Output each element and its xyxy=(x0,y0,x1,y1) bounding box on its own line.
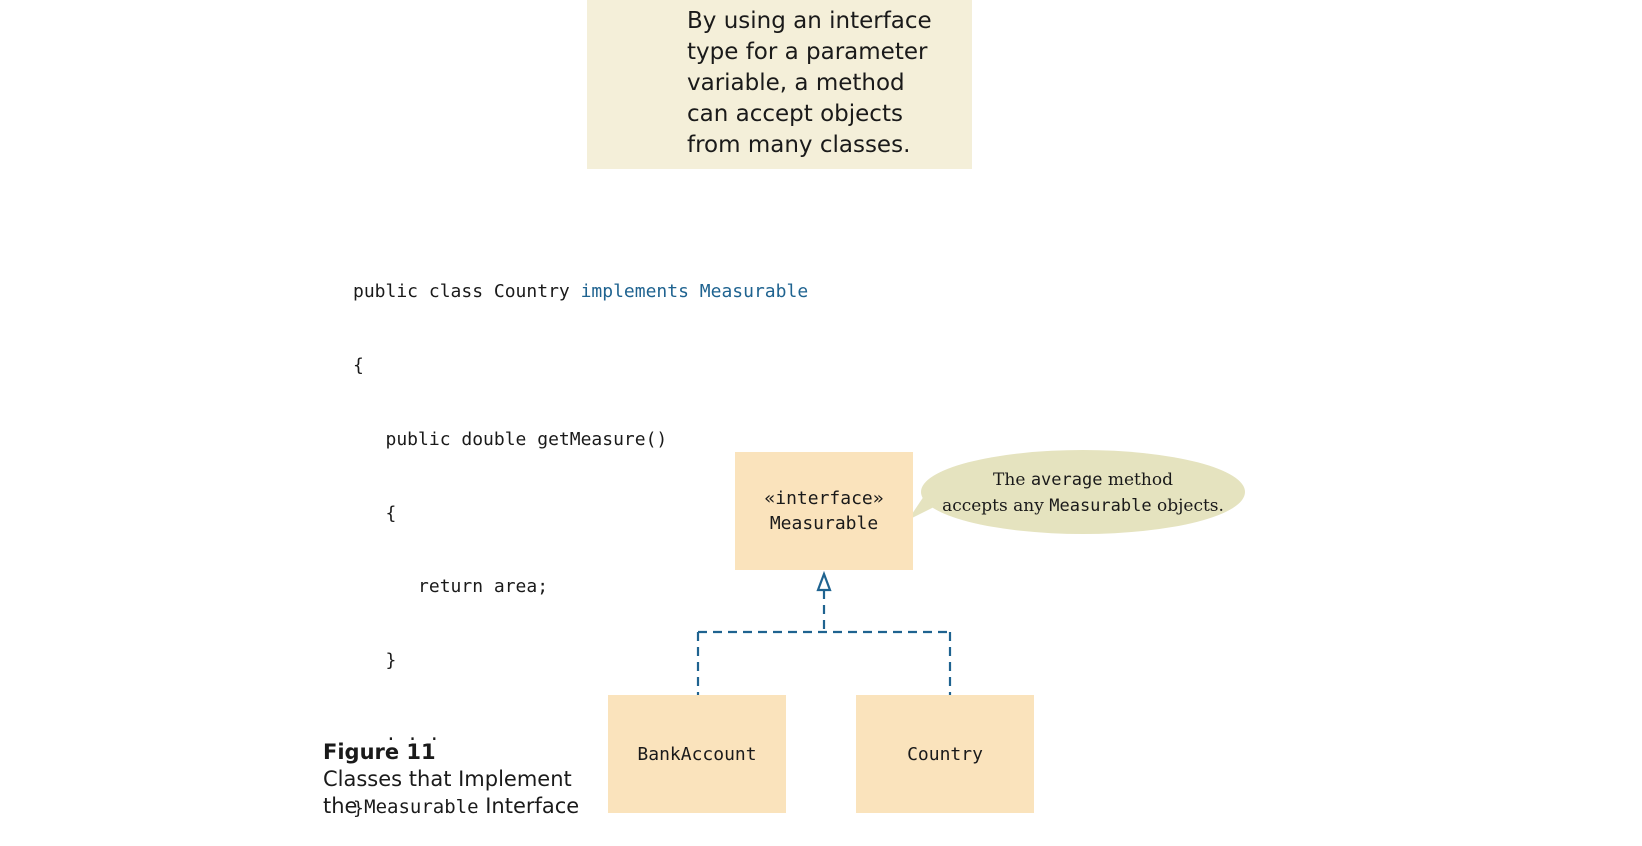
class-name: BankAccount xyxy=(637,743,757,765)
note-line: can accept objects xyxy=(687,101,903,127)
stereotype-label: «interface» xyxy=(764,488,884,509)
caption-line: Classes that Implement xyxy=(323,767,572,791)
margin-note: By using an interface type for a paramet… xyxy=(587,0,972,169)
class-box-country: Country xyxy=(856,695,1034,813)
interface-name: Measurable xyxy=(769,513,879,534)
code-highlight: implements Measurable xyxy=(580,281,809,303)
class-name: Country xyxy=(907,743,983,765)
callout-text: The average method accepts any Measurabl… xyxy=(922,451,1244,534)
figure-caption: Figure 11 Classes that Implement the Mea… xyxy=(323,739,579,821)
callout-line-1: The average method xyxy=(993,467,1173,493)
realization-lines xyxy=(696,590,952,695)
caption-text-part: Interface xyxy=(478,794,580,818)
figure-label: Figure 11 xyxy=(323,740,436,764)
code-line: . . . xyxy=(353,723,440,745)
code-line: { xyxy=(353,502,397,524)
callout-code: average xyxy=(1030,469,1103,490)
code-line: } xyxy=(353,650,397,672)
code-line: public double getMeasure() xyxy=(353,428,668,450)
callout-text-part: The xyxy=(993,469,1031,490)
callout-text-part: method xyxy=(1102,469,1173,490)
note-line: variable, a method xyxy=(687,70,905,96)
interface-box-measurable: «interface» Measurable xyxy=(735,452,913,570)
caption-line: the Measurable Interface xyxy=(323,793,579,821)
code-text: public class Country xyxy=(353,281,581,303)
note-line: type for a parameter xyxy=(687,39,928,65)
code-line: return area; xyxy=(353,576,549,598)
class-box-bankaccount: BankAccount xyxy=(608,695,786,813)
code-line: public class Country implements Measurab… xyxy=(353,280,808,305)
code-line: { xyxy=(353,354,364,376)
callout-text-part: objects. xyxy=(1151,495,1224,516)
note-line: from many classes. xyxy=(687,132,911,158)
callout-code: Measurable xyxy=(1049,495,1152,516)
callout-line-2: accepts any Measurable objects. xyxy=(942,493,1224,519)
caption-text-part: the xyxy=(323,794,365,818)
callout-bubble xyxy=(921,450,1245,534)
arrowhead-icon xyxy=(816,570,832,592)
callout-pointer xyxy=(908,478,952,520)
note-line: By using an interface xyxy=(687,8,932,34)
callout-text-part: accepts any xyxy=(942,495,1050,516)
code-line: } xyxy=(353,797,364,819)
caption-code: Measurable xyxy=(364,796,479,818)
code-listing: public class Country implements Measurab… xyxy=(353,231,808,846)
